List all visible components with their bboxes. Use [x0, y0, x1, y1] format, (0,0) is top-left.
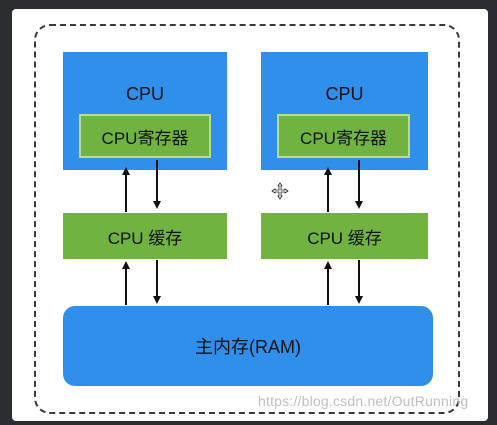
- right-cpu-title: CPU: [325, 84, 364, 104]
- left-cpu-cache: CPU 缓存: [63, 213, 227, 259]
- left-cpu-register: CPU寄存器: [79, 114, 211, 158]
- right-cpu-cache: CPU 缓存: [261, 213, 428, 259]
- watermark-text: https://blog.csdn.net/OutRunning: [258, 393, 469, 409]
- main-memory-box: 主内存(RAM): [63, 306, 433, 386]
- left-cpu-title: CPU: [125, 84, 164, 104]
- right-cpu-register: CPU寄存器: [277, 114, 410, 158]
- move-cursor-icon: [271, 182, 289, 200]
- system-boundary-frame: [34, 24, 460, 414]
